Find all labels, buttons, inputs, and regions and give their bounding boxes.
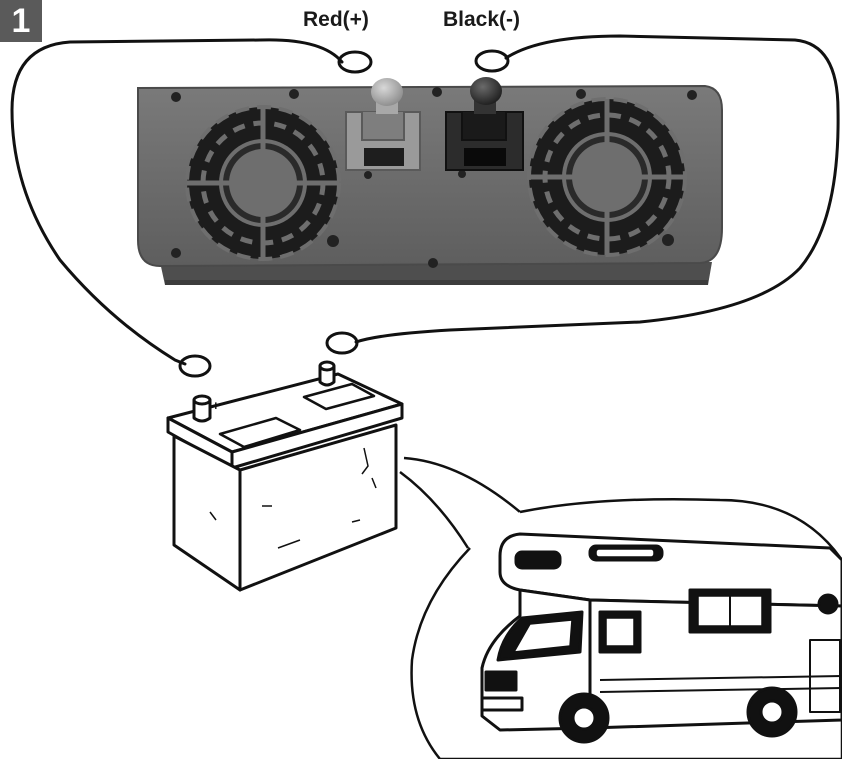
car-battery-icon <box>168 362 402 590</box>
right-fan-grille <box>529 99 685 255</box>
battery-plus-mark: + <box>212 398 220 413</box>
negative-ring-terminal-battery <box>327 333 357 353</box>
power-inverter-icon <box>138 77 722 285</box>
positive-ring-terminal-top <box>339 52 371 72</box>
rv-camper-icon <box>482 534 842 742</box>
left-fan-grille <box>187 107 339 259</box>
negative-ring-terminal-top <box>476 51 508 71</box>
positive-ring-terminal-battery <box>180 356 210 376</box>
